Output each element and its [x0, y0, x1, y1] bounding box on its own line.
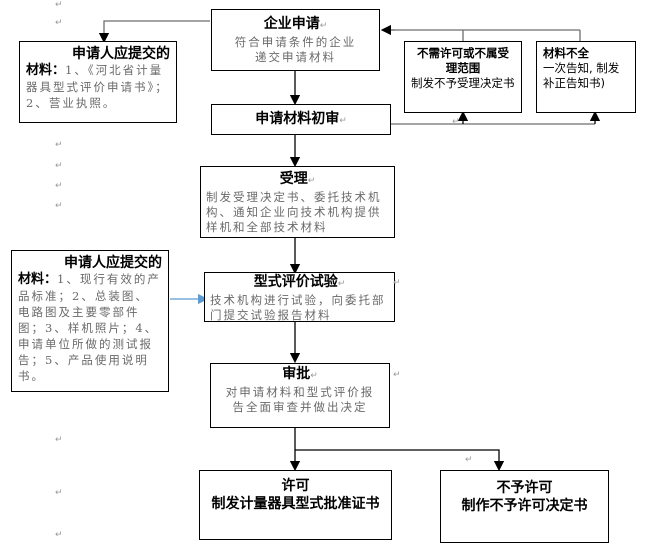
node-approval: 审批↵ 对申请材料和型式评价报 告全面审查并做出决定: [210, 363, 390, 428]
node-accept: 受理↵ 制发受理决定书、委托技术机构、通知企业向技术机构提供样机和全部技术材料: [200, 166, 395, 238]
node-approval-line-1: 对申请材料和型式评价报: [225, 385, 375, 399]
side-note-2-lead: 申请人应提交的: [64, 255, 162, 271]
node-deny: 不予许可 制作不予许可决定书: [440, 470, 609, 543]
node-not-required: 不需许可或不属受 理范围 制发不予受理决定书: [404, 41, 522, 113]
paragraph-mark: ↵: [452, 117, 460, 127]
paragraph-mark: ↵: [393, 278, 401, 288]
node-permit: 许可 制发计量器具型式批准证书: [199, 470, 392, 540]
paragraph-mark: ↵: [55, 530, 63, 540]
node-permit-title: 许可: [281, 478, 310, 494]
node-deny-desc: 制作不予许可决定书: [461, 498, 588, 514]
paragraph-mark: ↵: [55, 181, 63, 191]
node-evaluation-desc: 技术机构进行试验，向委托部门提交试验报告材料: [210, 293, 386, 322]
connector-apply-to-materials1: [98, 20, 210, 44]
node-apply: 企业申请↵ 符合申请条件的企业 递交申请材料: [211, 9, 380, 71]
node-apply-line-1: 符合申请条件的企业: [234, 35, 357, 49]
node-not-required-desc: 制发不予受理决定书: [411, 76, 515, 90]
side-note-1-body: 材料：1、《河北省计量器具型式评价申请书》；2、营业执照。: [26, 63, 169, 110]
node-initial-review: 申请材料初审↵: [211, 104, 391, 135]
paragraph-mark: ↵: [55, 488, 63, 498]
paragraph-mark: ↵: [55, 140, 63, 150]
node-apply-line-2: 递交申请材料: [255, 50, 336, 64]
node-apply-title: 企业申请↵: [263, 16, 328, 32]
node-accept-title: 受理↵: [279, 171, 316, 187]
side-note-materials-2: 申请人应提交的 材料：1、现行有效的产品标准；2、总装图、电路图及主要零部件图；…: [11, 250, 169, 392]
paragraph-mark: ↵: [55, 161, 63, 171]
side-note-1-lead: 申请人应提交的: [72, 46, 170, 62]
paragraph-mark: ↵: [55, 435, 63, 445]
side-note-materials-1: 申请人应提交的 材料：1、《河北省计量器具型式评价申请书》；2、营业执照。: [19, 41, 177, 123]
node-initial-review-title: 申请材料初审↵: [255, 111, 347, 127]
node-evaluation: 型式评价试验↵ 技术机构进行试验，向委托部门提交试验报告材料: [204, 272, 395, 322]
node-incomplete: 材料不全 一次告知, 制发补正告知书): [536, 41, 636, 113]
paragraph-mark: ↵: [465, 455, 473, 465]
node-not-required-title-2: 理范围: [445, 61, 481, 75]
node-incomplete-desc: 一次告知, 制发补正告知书): [543, 61, 620, 90]
node-not-required-title-1: 不需许可或不属受: [417, 46, 509, 60]
paragraph-mark: ↵: [55, 0, 63, 10]
node-approval-line-2: 告全面审查并做出决定: [232, 400, 368, 414]
node-evaluation-title: 型式评价试验↵: [253, 274, 346, 290]
side-note-2-body: 材料：1、现行有效的产品标准；2、总装图、电路图及主要零部件图；3、样机照片；4…: [18, 272, 161, 383]
node-approval-title: 审批↵: [282, 366, 318, 382]
node-deny-title: 不予许可: [496, 480, 553, 496]
connector-approval-to-deny: [295, 449, 505, 472]
node-accept-desc: 制发受理决定书、委托技术机构、通知企业向技术机构提供样机和全部技术材料: [206, 190, 382, 234]
paragraph-mark: ↵: [55, 18, 63, 28]
paragraph-mark: ↵: [393, 370, 401, 380]
paragraph-mark: ↵: [55, 201, 63, 211]
node-permit-desc: 制发计量器具型式批准证书: [211, 496, 380, 512]
node-incomplete-title: 材料不全: [543, 46, 589, 60]
